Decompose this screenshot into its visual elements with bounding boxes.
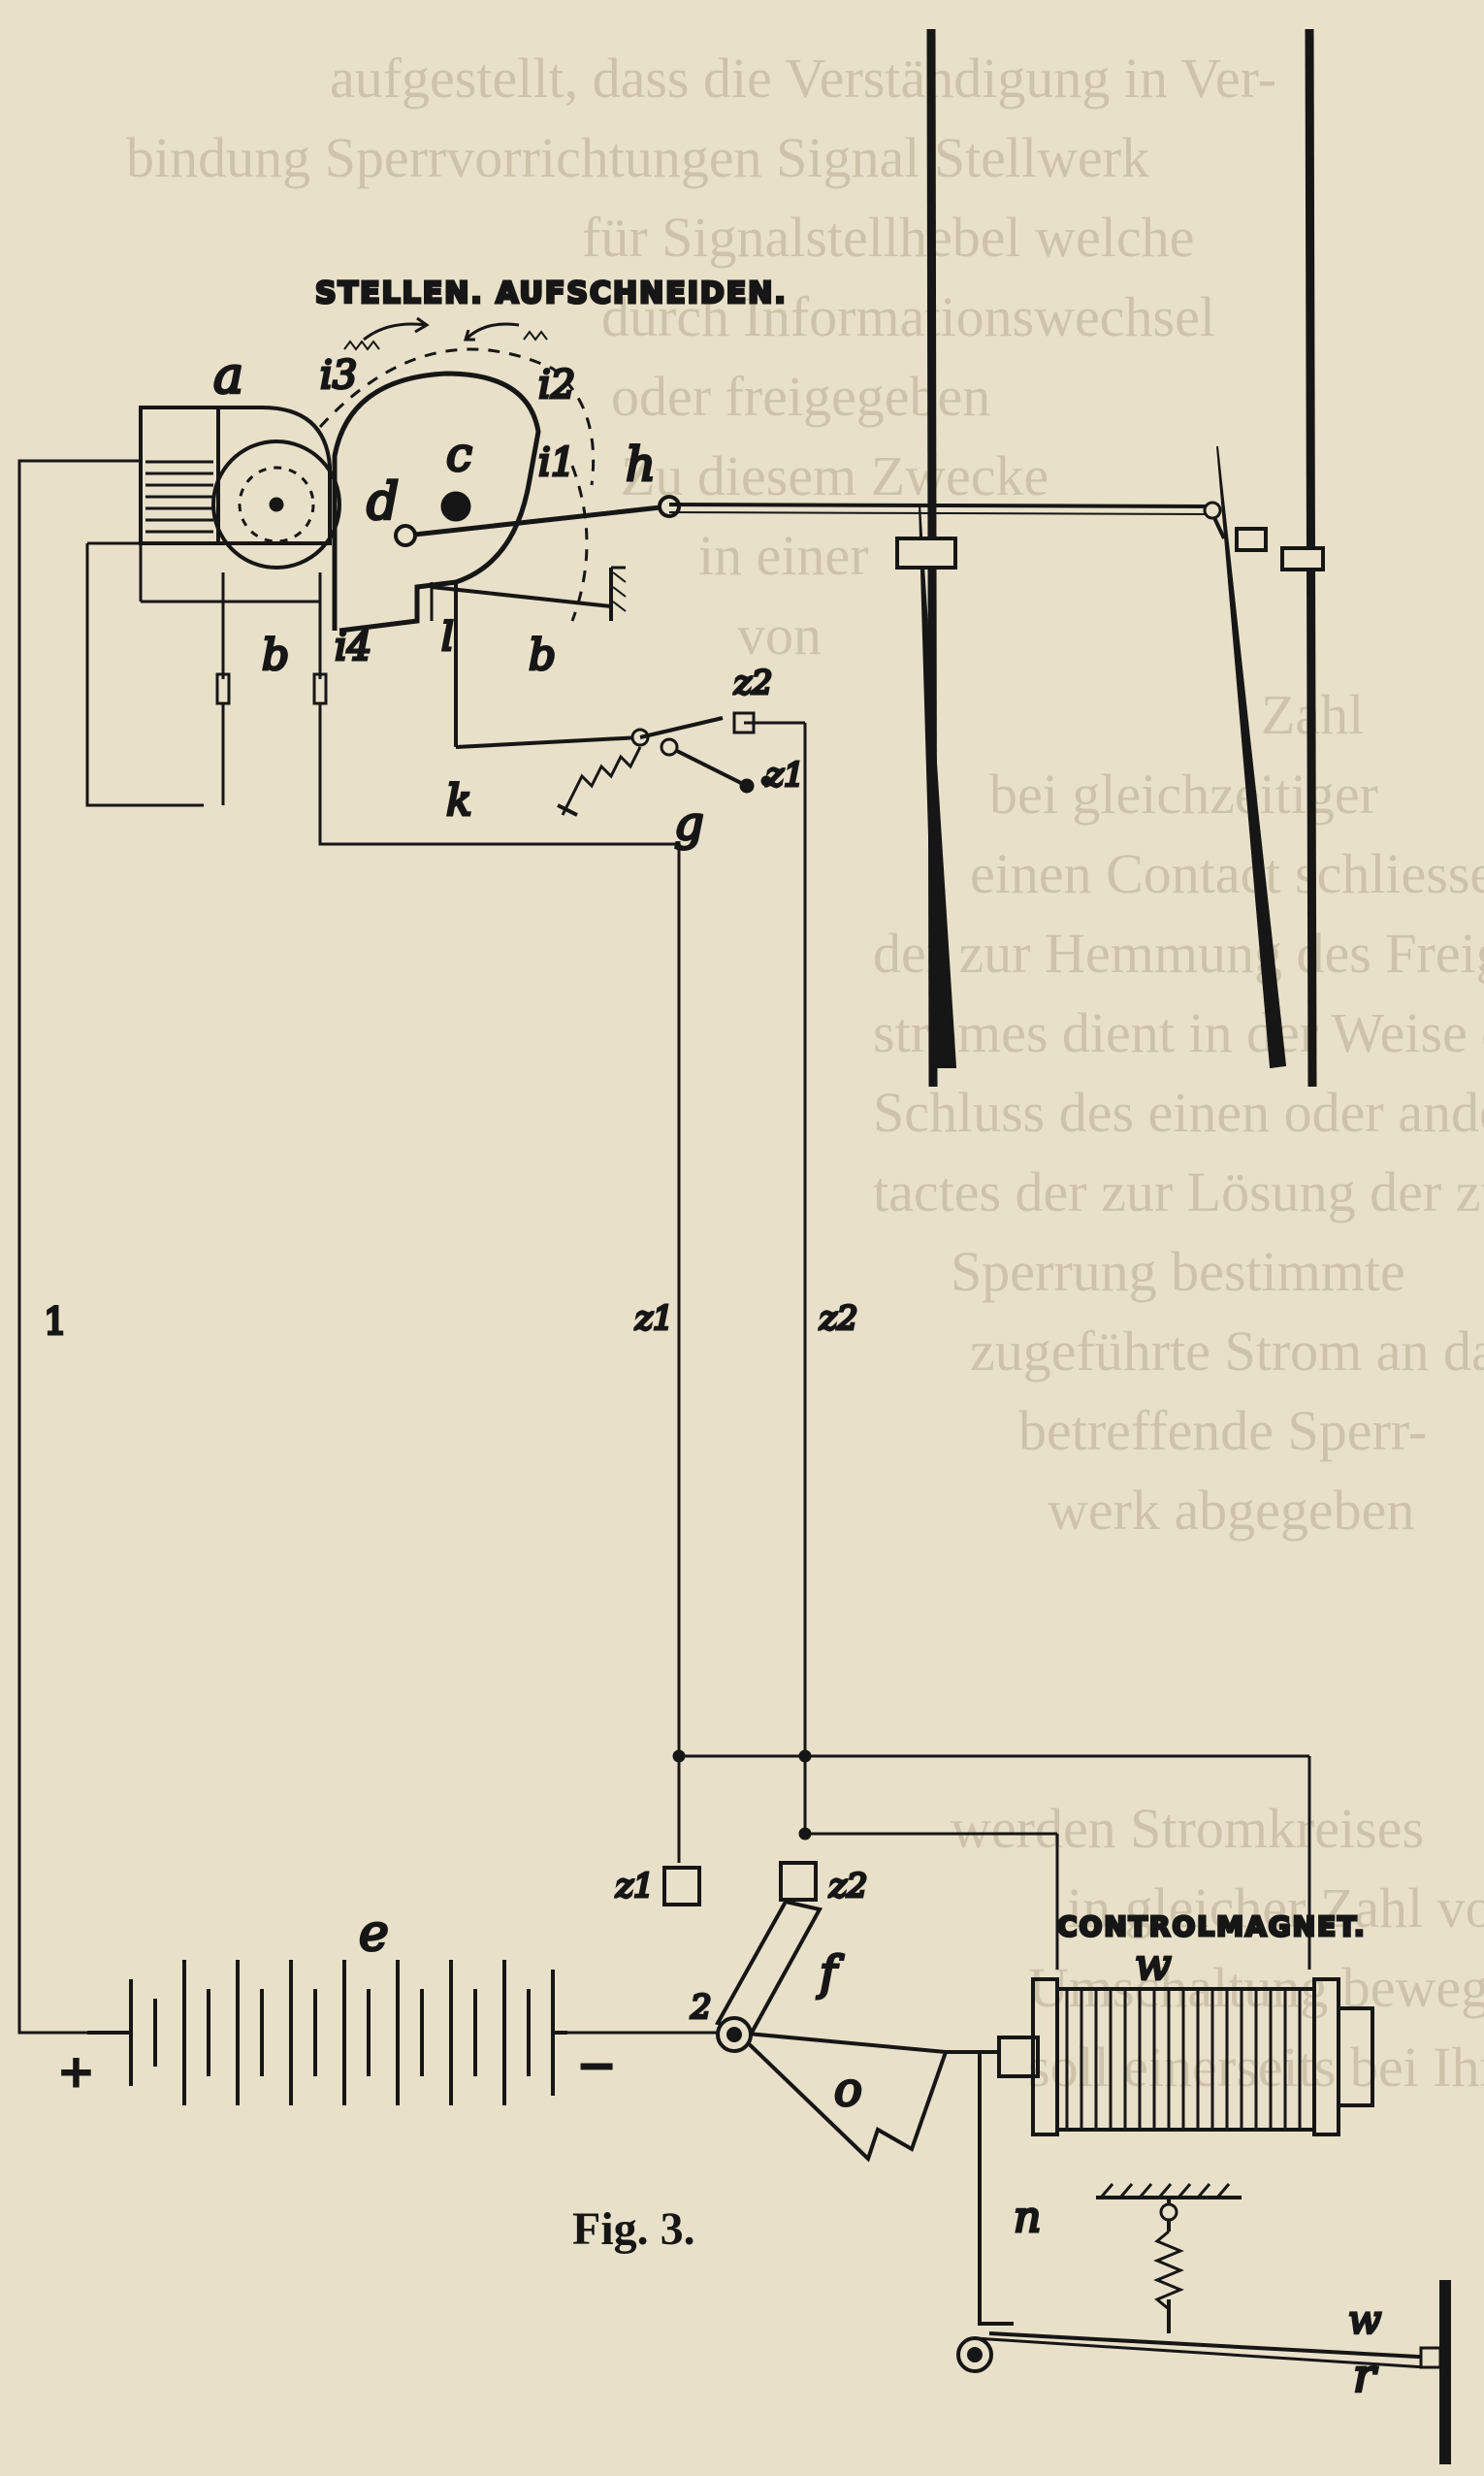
ghost-line: betreffende Sperr-: [1018, 1399, 1428, 1462]
ghost-line: in gleicher Zahl vor-: [1067, 1876, 1484, 1939]
ghost-line: Sperrung bestimmte: [951, 1240, 1405, 1303]
ghost-line: werden Stromkreises: [951, 1797, 1425, 1860]
label-i1: i1: [538, 440, 575, 485]
ghost-line: in einer: [698, 524, 869, 587]
label-i2: i2: [538, 363, 575, 407]
label-g: g: [674, 797, 704, 851]
contact-lever: [662, 1861, 999, 2251]
label-wire-1: 1: [44, 1300, 67, 1343]
label-f: f: [817, 1946, 844, 2001]
label-b-right: b: [529, 631, 556, 680]
label-plus: +: [58, 2047, 94, 2097]
label-z1-top: z1: [765, 756, 805, 795]
label-pivot-2: 2: [690, 1988, 712, 2027]
label-c: c: [446, 428, 472, 482]
label-z2-top: z2: [733, 664, 773, 702]
ghost-line: stromes dient in der Weise dass bei: [873, 1001, 1484, 1064]
heading-controlmagnet: CONTROLMAGNET.: [1057, 1910, 1367, 1942]
label-b-left: b: [262, 631, 289, 680]
ghost-line: Schluss des einen oder anderen Con-: [873, 1081, 1484, 1144]
ghost-line: für Signalstellhebel welche: [582, 206, 1195, 269]
label-i4: i4: [335, 625, 371, 669]
label-e: e: [359, 1905, 389, 1963]
heading-stellen-aufschneiden: STELLEN. AUFSCHNEIDEN.: [315, 277, 788, 310]
bleed-through-text: aufgestellt, dass die Verständigung in V…: [0, 39, 1484, 2107]
label-z1-mid: z1: [634, 1299, 674, 1338]
ghost-line: werk abgegeben: [1048, 1479, 1415, 1542]
figure-caption: Fig. 3.: [572, 2203, 695, 2255]
ghost-line: oder freigegeben: [611, 365, 991, 428]
control-magnet: [997, 1977, 1374, 2136]
label-l: l: [441, 615, 454, 660]
signal-mast: [895, 28, 1325, 1088]
ghost-line: aufgestellt, dass die Verständigung in V…: [330, 47, 1277, 110]
label-r: r: [1353, 2349, 1378, 2403]
label-h: h: [626, 438, 656, 492]
ghost-line: zugeführte Strom an das: [970, 1319, 1484, 1383]
label-o: o: [834, 2063, 862, 2117]
ghost-line: Zu diesem Zwecke: [621, 444, 1049, 507]
label-k: k: [446, 776, 472, 826]
battery: [87, 1960, 567, 2105]
ghost-line: der zur Hemmung des Freigabe-: [873, 922, 1484, 985]
label-minus: −: [577, 2038, 616, 2093]
ghost-line: von: [737, 603, 822, 667]
label-z1-bottom: z1: [615, 1867, 655, 1906]
label-z2-bottom: z2: [828, 1867, 868, 1906]
ghost-line: tactes der zur Lösung der zugehörigen: [873, 1160, 1484, 1223]
label-n: n: [1014, 2193, 1041, 2242]
label-d: d: [367, 473, 399, 532]
lock-mechanism: [85, 316, 1222, 817]
ghost-line: einen Contact schliessen,: [970, 842, 1484, 905]
return-lever: [956, 2183, 1451, 2464]
label-z2-mid: z2: [819, 1299, 858, 1338]
ghost-line: durch Informationswechsel: [601, 285, 1215, 348]
label-a: a: [213, 347, 243, 406]
label-w-lever: w: [1348, 2298, 1381, 2343]
label-w-coil: w: [1135, 1940, 1172, 1990]
ghost-line: bindung Sperrvorrichtungen Signal Stellw…: [126, 126, 1150, 189]
label-i3: i3: [320, 353, 357, 398]
wiring: [17, 459, 1311, 2035]
